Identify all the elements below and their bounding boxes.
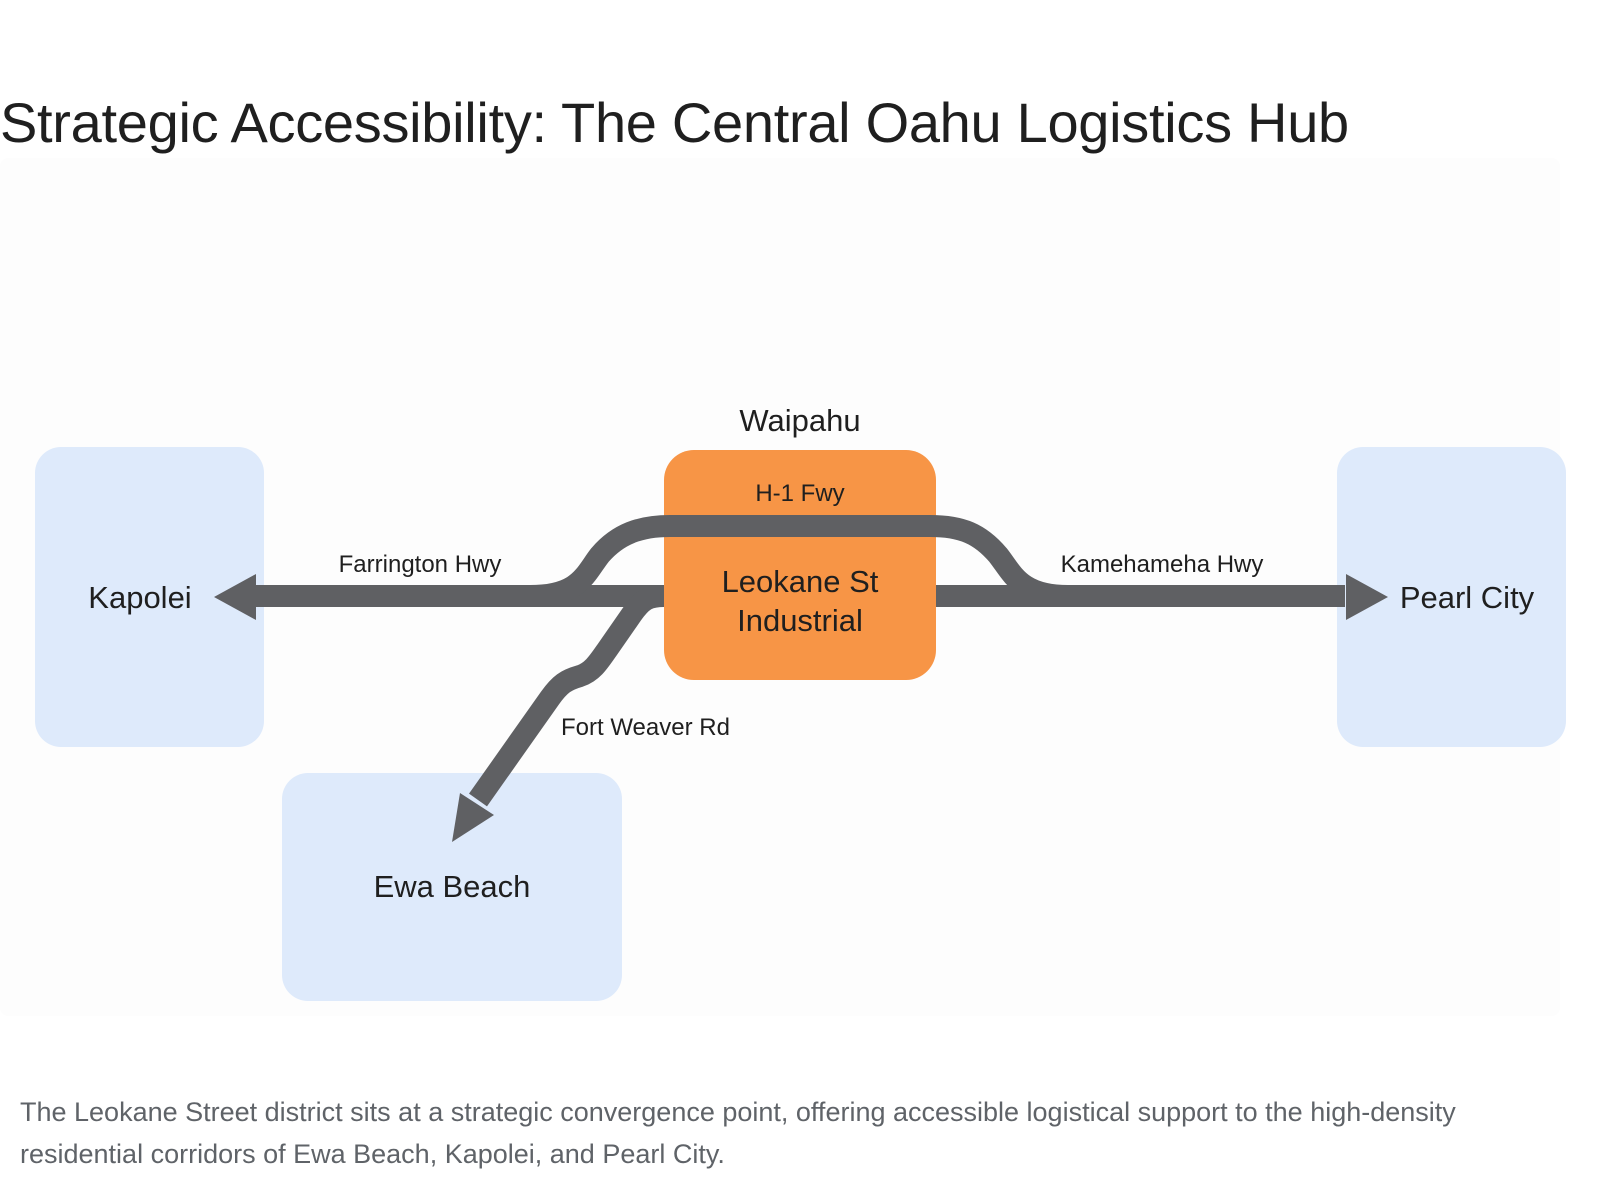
hub-label-line1: Leokane St (722, 564, 879, 599)
h1-fwy-road (529, 515, 1069, 607)
kapolei-label: Kapolei (88, 580, 191, 615)
farrington-hwy-label: Farrington Hwy (339, 551, 502, 578)
fort-weaver-rd-label: Fort Weaver Rd (561, 714, 730, 741)
pearl-city-arrowhead-icon (1346, 574, 1388, 620)
kapolei-box (35, 447, 264, 747)
ewa-beach-arrowhead-icon (452, 793, 494, 842)
diagram-caption: The Leokane Street district sits at a st… (20, 1097, 1456, 1169)
pearl-city-box (1337, 447, 1566, 747)
kamehameha-hwy-label: Kamehameha Hwy (1061, 551, 1264, 578)
fort-weaver-rd-road (469, 585, 665, 807)
hub-label-line2: Industrial (737, 603, 863, 638)
hub-box (664, 450, 936, 680)
ewa-beach-box (282, 773, 622, 1001)
kapolei-arrowhead-icon (214, 574, 256, 620)
waipahu-label: Waipahu (739, 403, 860, 438)
page-title: Strategic Accessibility: The Central Oah… (0, 90, 1349, 154)
pearl-city-label: Pearl City (1400, 580, 1535, 615)
ewa-beach-label: Ewa Beach (374, 869, 531, 904)
h1-fwy-label: H-1 Fwy (755, 480, 844, 507)
